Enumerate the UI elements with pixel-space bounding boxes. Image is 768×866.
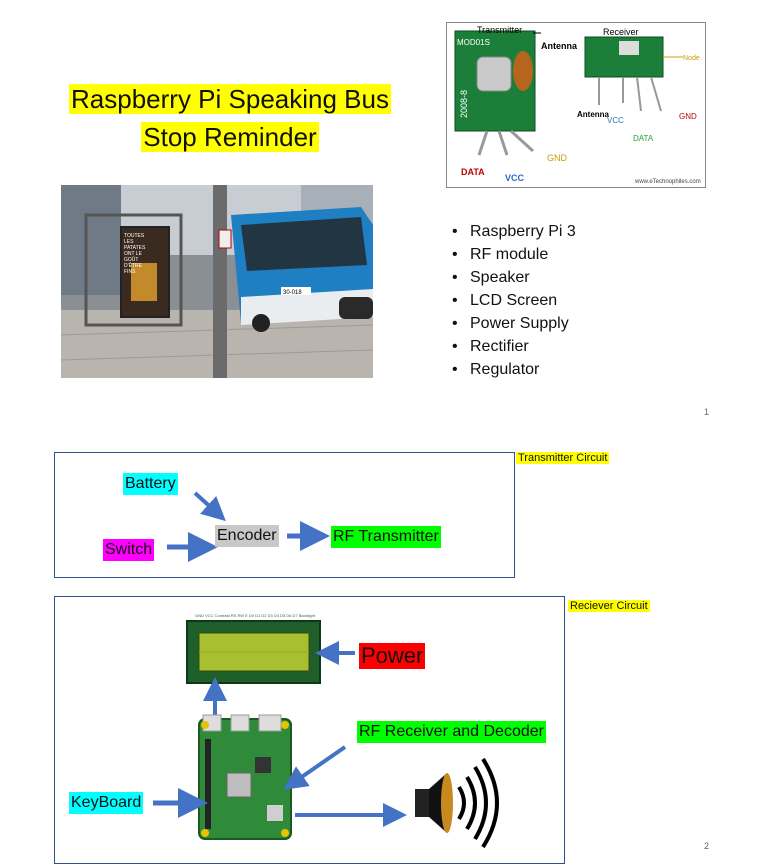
transmitter-circuit-caption: Transmitter Circuit (516, 452, 610, 464)
title-line-2: Stop Reminder (141, 122, 319, 152)
receiver-label: Receiver (603, 27, 639, 37)
component-item: Speaker (452, 266, 576, 289)
shelter-frame (84, 213, 183, 327)
vcc-rx-label: VCC (607, 116, 624, 125)
gnd-rx-label: GND (679, 112, 697, 121)
lcd-screen: GND VCC Contrast RS RW E D0 D1 D2 D3 D4 … (186, 613, 321, 684)
transmitter-circuit-box: Battery Switch Encoder RF Transmitter (54, 452, 515, 578)
svg-text:GND VCC Contrast RS RW E D0 D1: GND VCC Contrast RS RW E D0 D1 D2 D3 D4 … (195, 613, 316, 618)
receiver-diagram: GND VCC Contrast RS RW E D0 D1 D2 D3 D4 … (153, 613, 499, 849)
node-label: Node (683, 55, 700, 62)
antenna-tx-label: Antenna (541, 41, 578, 51)
board-text: 2008-8 (459, 90, 469, 118)
slide-title: Raspberry Pi Speaking Bus Stop Reminder (40, 80, 420, 156)
antenna-coil (513, 51, 533, 91)
rf-module-photo: MOD01S 2008-8 Transmitter Antenna DATA V… (446, 22, 706, 188)
rf-module-illustration: MOD01S 2008-8 Transmitter Antenna DATA V… (454, 25, 701, 185)
rf-receiver-arrow (283, 745, 347, 790)
title-line-1: Raspberry Pi Speaking Bus (69, 84, 391, 114)
battery-arrow (193, 491, 226, 522)
rf-transmitter-label: RF Transmitter (331, 526, 441, 548)
crystal-can (476, 56, 512, 92)
bus-plate (281, 287, 311, 295)
component-item: Power Supply (452, 312, 576, 335)
component-item: RF module (452, 243, 576, 266)
component-item: LCD Screen (452, 289, 576, 312)
car (339, 297, 373, 319)
keyboard-label: KeyBoard (69, 792, 144, 814)
gnd-tx-label: GND (547, 153, 568, 163)
receiver-circuit-box: GND VCC Contrast RS RW E D0 D1 D2 D3 D4 … (54, 596, 565, 864)
receiver-circuit-caption: Reciever Circuit (568, 600, 650, 612)
raspberry-pi-board (198, 714, 292, 840)
encoder-label: Encoder (215, 525, 279, 547)
bus-number: 30-018 (283, 290, 302, 296)
chip-text: MOD01S (457, 38, 490, 47)
ad-image (131, 263, 157, 301)
antenna-rx-label: Antenna (577, 110, 610, 119)
component-item: Regulator (452, 358, 576, 381)
speaker-icon (415, 757, 499, 849)
power-label: Power (359, 643, 426, 669)
bus-windshield (241, 217, 367, 271)
transmitter-arrows (167, 491, 330, 562)
page-number-2: 2 (704, 841, 710, 851)
vcc-tx-label: VCC (505, 173, 525, 183)
bus-wheel (252, 314, 270, 332)
stop-sign (218, 229, 232, 249)
data-rx-label: DATA (633, 134, 654, 143)
battery-label: Battery (123, 473, 178, 495)
credit-text: www.eTechnophiles.com (634, 179, 701, 185)
street-pole (213, 185, 227, 378)
rf-receiver-label: RF Receiver and Decoder (357, 721, 546, 743)
component-item: Raspberry Pi 3 (452, 220, 576, 243)
switch-label: Switch (103, 539, 155, 561)
receiver-chip (619, 41, 639, 55)
component-item: Rectifier (452, 335, 576, 358)
transmitter-label: Transmitter (477, 25, 522, 35)
page-number-1: 1 (704, 407, 710, 417)
components-list: Raspberry Pi 3 RF module Speaker LCD Scr… (452, 220, 576, 381)
data-tx-label: DATA (461, 167, 485, 177)
